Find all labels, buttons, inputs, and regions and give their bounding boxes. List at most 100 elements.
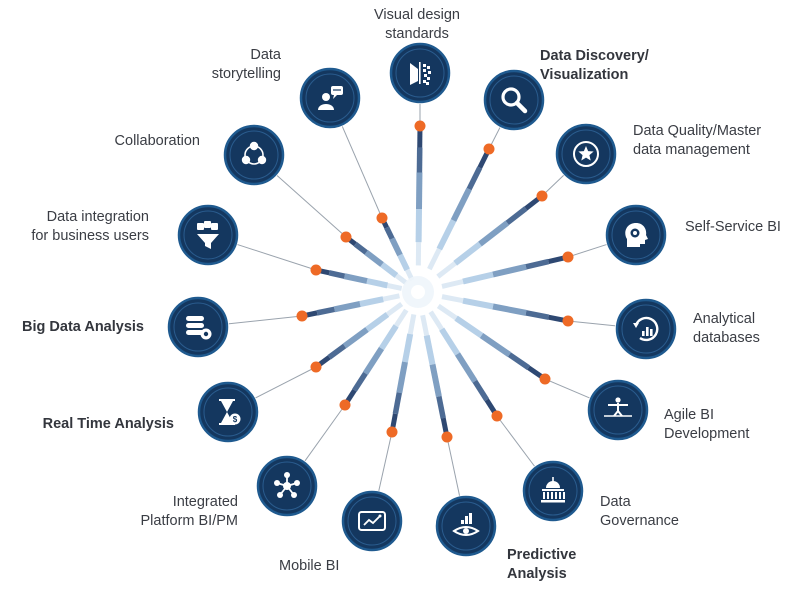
node-agile-bi-development [587,379,649,441]
dot-mobile-bi [386,426,398,438]
label-self-service-bi: Self-Service BI [685,218,781,237]
dot-self-service-bi [562,251,574,263]
dot-data-storytelling [376,212,388,224]
network-icon [274,472,300,498]
label-line: Platform BI/PM [140,513,239,529]
dot-visual-design-standards [414,120,426,132]
dot-predictive-analysis [441,431,453,443]
spoke-data-discovery-visualization [427,150,491,271]
cycle-chart-icon [633,316,659,342]
label-line: data management [633,142,750,158]
spoke-big-data-analysis [303,293,400,319]
connector-agile-bi-development [544,378,592,400]
node-data-storytelling [299,67,361,129]
connector-data-integration-for-business-users [235,243,317,271]
spoke-data-governance [428,310,498,416]
label-line: Data [600,494,631,510]
label-line: for business users [31,228,149,244]
node-data-quality-master-data-management [555,123,617,185]
connector-self-service-bi [567,243,609,258]
capitol-building-icon [541,477,565,503]
label-line: Predictive [507,547,577,563]
tablet-chart-icon [358,511,386,531]
svg-text:$: $ [233,415,238,424]
magnifier-icon [501,87,528,114]
dot-data-governance [491,410,503,422]
label-data-discovery-visualization: Data Discovery/Visualization [540,47,649,85]
label-real-time-analysis: Real Time Analysis [43,415,174,434]
eye-chart-icon [452,513,480,536]
label-line: databases [693,330,760,346]
spoke-mobile-bi [389,313,417,431]
connector-collaboration [275,173,347,238]
dot-agile-bi-development [539,373,551,385]
label-agile-bi-development: Agile BI Development [664,406,749,444]
connector-analytical-databases [567,320,618,327]
dot-real-time-analysis [310,361,322,373]
database-gear-icon [186,316,212,340]
presenter-icon [318,86,343,110]
node-data-discovery-visualization [483,69,545,131]
node-real-time-analysis: $ [197,381,259,443]
label-line: Collaboration [114,133,200,149]
spoke-agile-bi-development [436,303,545,380]
label-line: Integrated [172,494,238,510]
connector-integrated-platform-bi-pm [303,404,346,463]
dot-big-data-analysis [296,310,308,322]
topic-nodes: $ [167,42,677,557]
node-mobile-bi [341,490,403,552]
node-data-governance [522,460,584,522]
label-line: Self-Service BI [685,219,781,235]
spokes [303,128,567,436]
funnel-icon [197,221,219,249]
label-line: Data [250,47,281,63]
label-line: Governance [600,513,679,529]
label-collaboration: Collaboration [115,132,200,151]
dot-data-discovery-visualization [483,143,495,155]
connector-predictive-analysis [446,436,461,498]
spoke-visual-design-standards [415,128,423,266]
label-visual-design-standards: Visual design standards [374,6,460,44]
node-big-data-analysis [167,296,229,358]
label-mobile-bi: Mobile BI [279,557,339,576]
spoke-end-dots [296,120,574,443]
label-line: Development [664,426,750,442]
hourglass-dollar-icon: $ [219,399,241,425]
node-self-service-bi [605,204,667,266]
connector-mobile-bi [377,431,393,493]
label-line: Data Quality/Master [633,123,762,139]
node-analytical-databases [615,298,677,360]
label-line: Agile BI [664,407,714,423]
dot-data-quality-master-data-management [536,190,548,202]
tightrope-walker-icon [604,397,632,417]
label-line: Mobile BI [279,558,340,574]
connector-lines [226,102,618,498]
connector-data-governance [496,415,537,469]
label-line: storytelling [211,66,281,82]
dot-integrated-platform-bi-pm [339,399,351,411]
label-data-storytelling: Data storytelling [212,46,281,84]
collaboration-icon [241,141,267,165]
label-line: Data Discovery/ [540,48,649,64]
label-line: Real Time Analysis [42,416,174,432]
hub [402,276,434,308]
label-line: Visualization [540,67,629,83]
connector-big-data-analysis [226,315,303,325]
spoke-integrated-platform-bi-pm [343,308,409,405]
label-line: standards [385,26,449,42]
node-predictive-analysis [435,495,497,557]
head-gear-icon [625,223,648,247]
label-line: Visual design [374,7,460,23]
star-badge-icon [573,141,599,167]
node-collaboration [223,124,285,186]
label-data-quality-master-data-management: Data Quality/Master data management [633,122,761,160]
connector-data-storytelling [341,124,383,219]
node-data-integration-for-business-users [177,204,239,266]
label-line: Big Data Analysis [22,319,144,335]
